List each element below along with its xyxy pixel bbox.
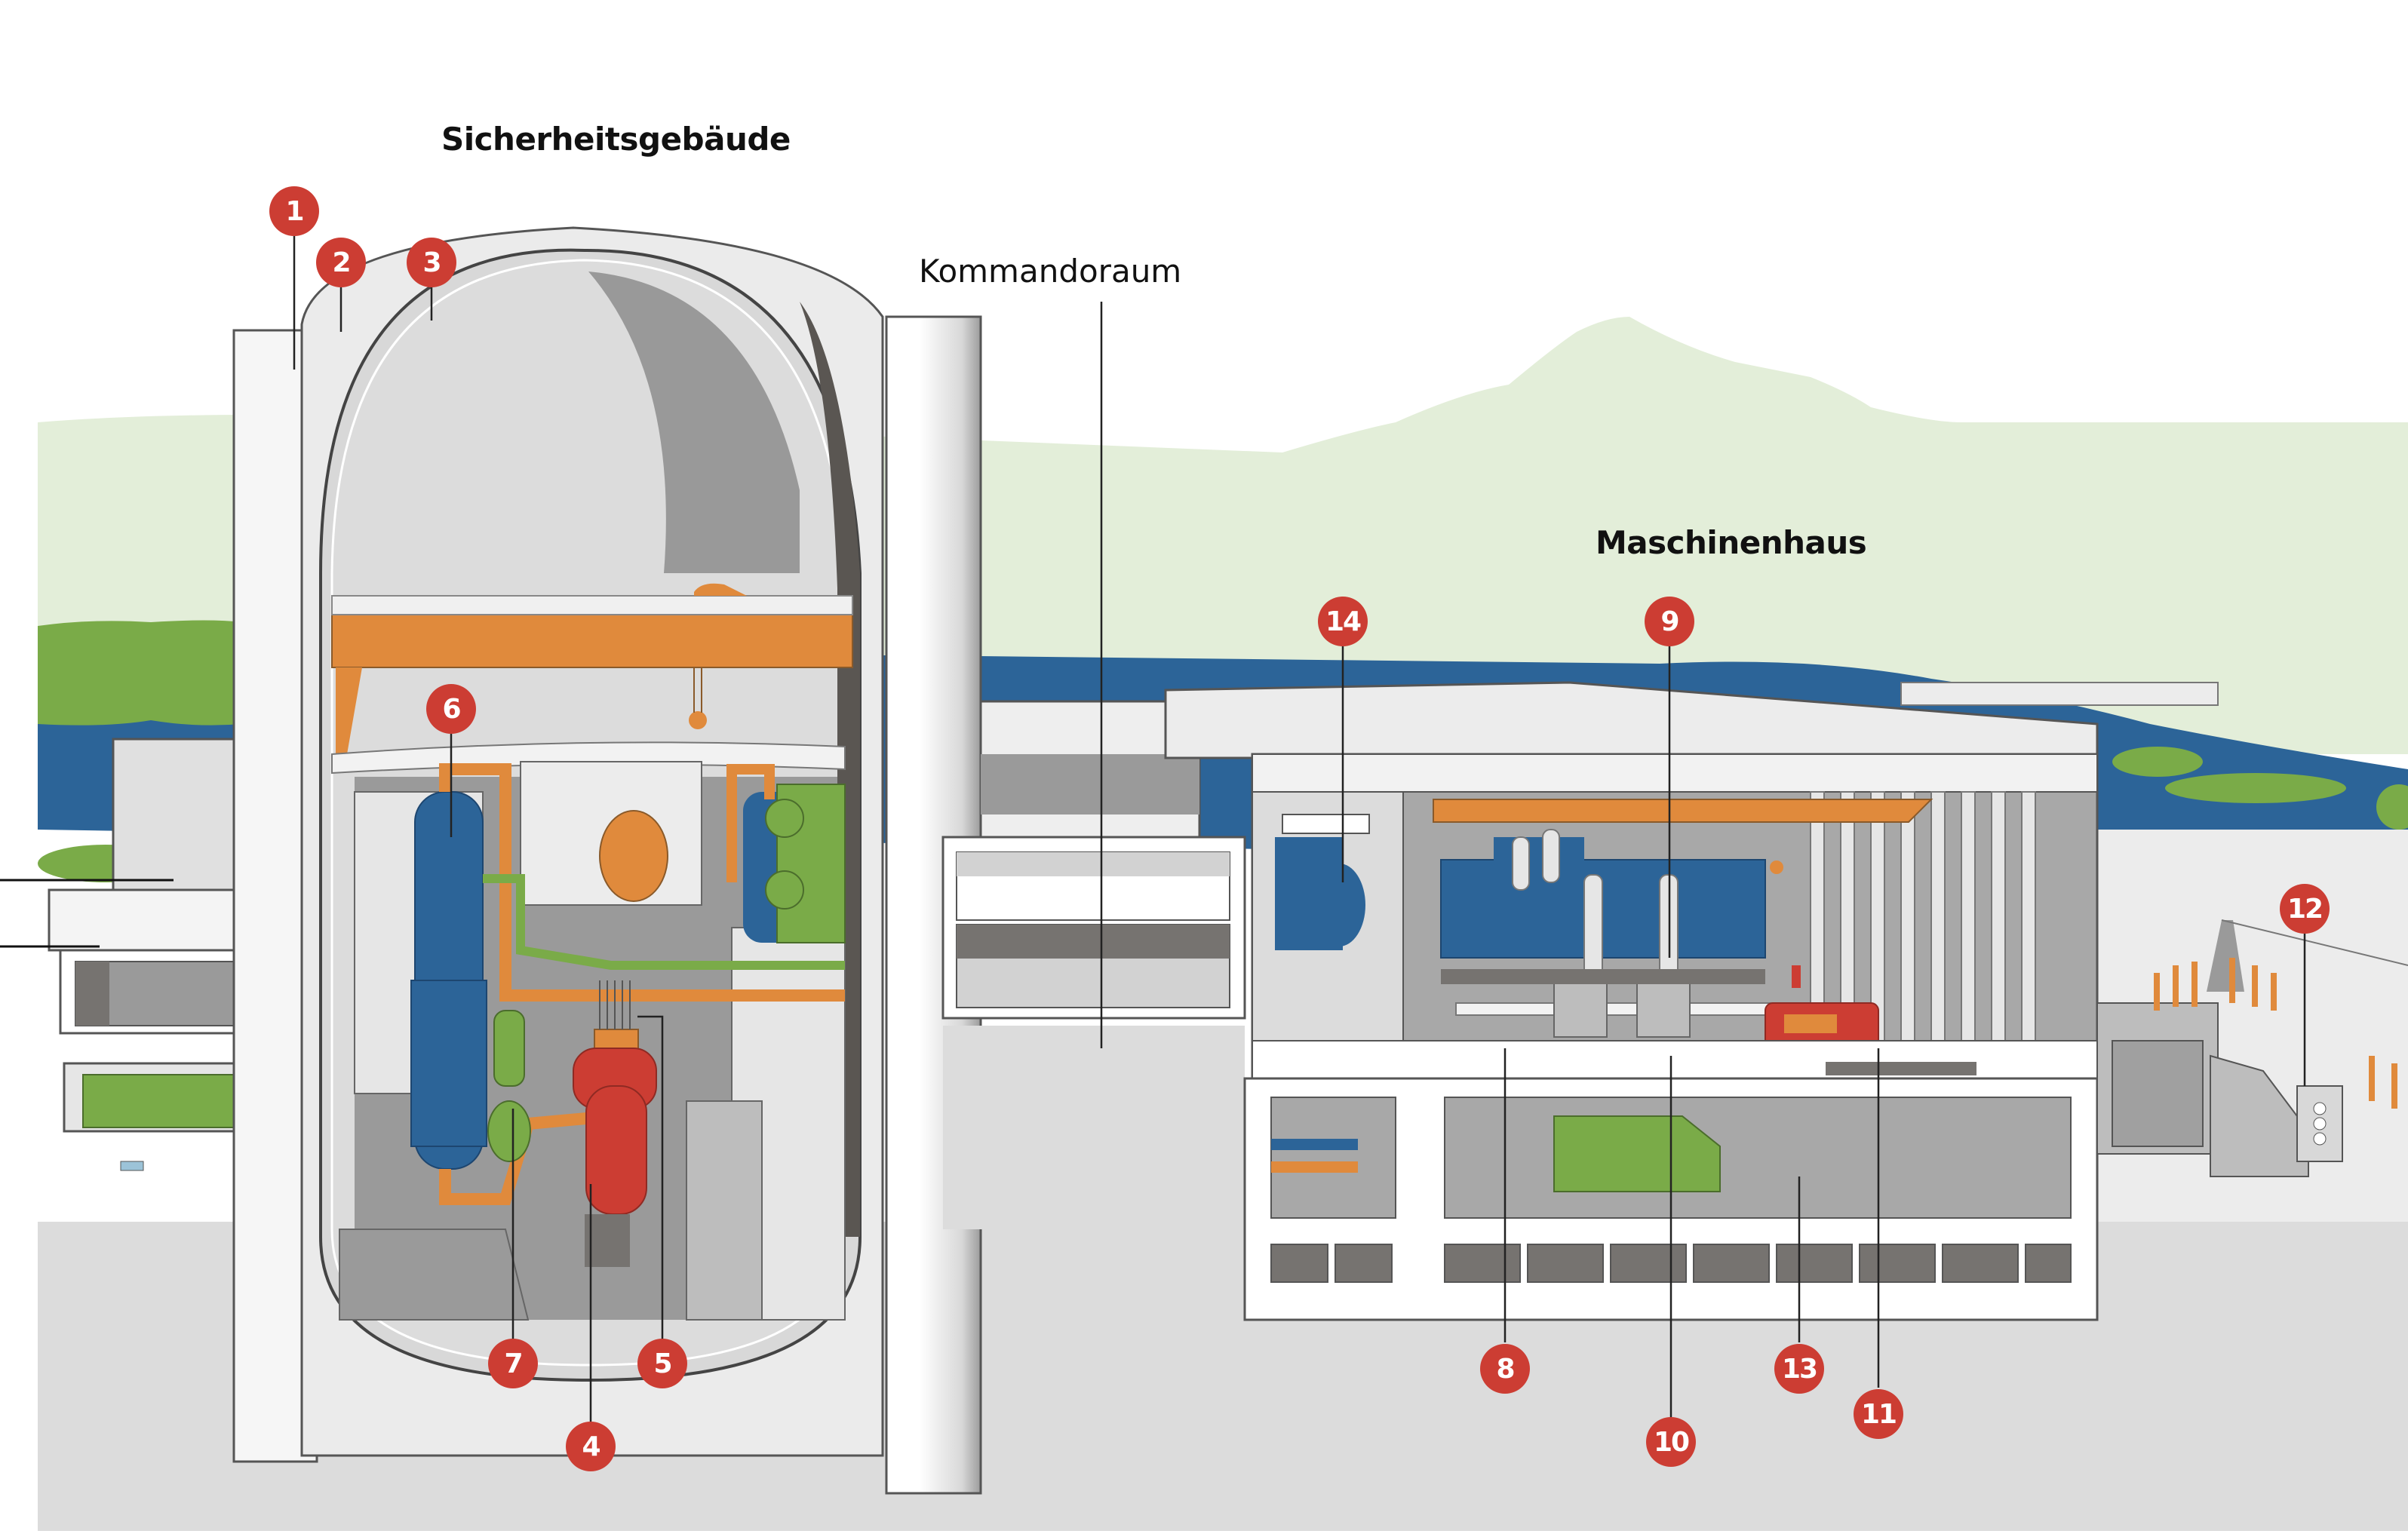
pressurizer-tank: [599, 810, 668, 902]
polar-crane-beam: [331, 614, 853, 668]
marker-7[interactable]: 7: [488, 1339, 538, 1388]
turbine-shaft: [1455, 1002, 1774, 1016]
marker-9[interactable]: 9: [1645, 597, 1694, 646]
marker-14[interactable]: 14: [1318, 597, 1368, 646]
reactor-pressure-vessel: [573, 1029, 657, 1267]
reactor-coolant-pump: [487, 1010, 531, 1162]
switchyard: [2096, 919, 2408, 1177]
auxiliary-building-left: [48, 738, 281, 1171]
marker-4[interactable]: 4: [566, 1422, 616, 1471]
marker-6[interactable]: 6: [426, 684, 476, 734]
insulators: [2154, 958, 2397, 1109]
river-bridge: [1900, 682, 2219, 706]
label-containment-building: Sicherheitsgebäude: [441, 121, 791, 158]
trees-right-3: [2376, 784, 2408, 830]
label-turbine-hall: Maschinenhaus: [1596, 524, 1867, 561]
feedwater-pump-green: [1553, 1115, 1721, 1192]
leader-lines: [293, 236, 2306, 1422]
feedwater-pipe-green: [483, 874, 845, 970]
trees-right-1: [2112, 747, 2203, 777]
marker-1[interactable]: 1: [269, 186, 319, 236]
marker-11[interactable]: 11: [1854, 1389, 1903, 1439]
loop-pipe-orange-right: [726, 764, 775, 882]
trees-right-2: [2165, 773, 2346, 803]
loop-pipe-orange-bottom: [439, 1110, 612, 1205]
turbine-hall-crane: [1433, 799, 1933, 823]
marker-10[interactable]: 10: [1646, 1417, 1696, 1467]
control-rod-drives: [599, 980, 631, 1029]
marker-3[interactable]: 3: [407, 238, 456, 287]
marker-12[interactable]: 12: [2280, 884, 2330, 934]
label-control-room: Kommandoraum: [919, 253, 1182, 290]
marker-8[interactable]: 8: [1480, 1344, 1530, 1394]
basement-bays: [1270, 1244, 2072, 1283]
reactor-coolant-pump-right: [765, 784, 846, 943]
hot-leg-pipe-orange: [439, 763, 845, 1002]
marker-2[interactable]: 2: [316, 238, 366, 287]
turbine-hall-building: [1164, 681, 2099, 1321]
steam-generator-left: [410, 791, 487, 1170]
marker-13[interactable]: 13: [1774, 1344, 1824, 1394]
marker-5[interactable]: 5: [637, 1339, 687, 1388]
control-room-building: [941, 700, 1246, 1229]
tree-belt-left: [38, 620, 241, 726]
